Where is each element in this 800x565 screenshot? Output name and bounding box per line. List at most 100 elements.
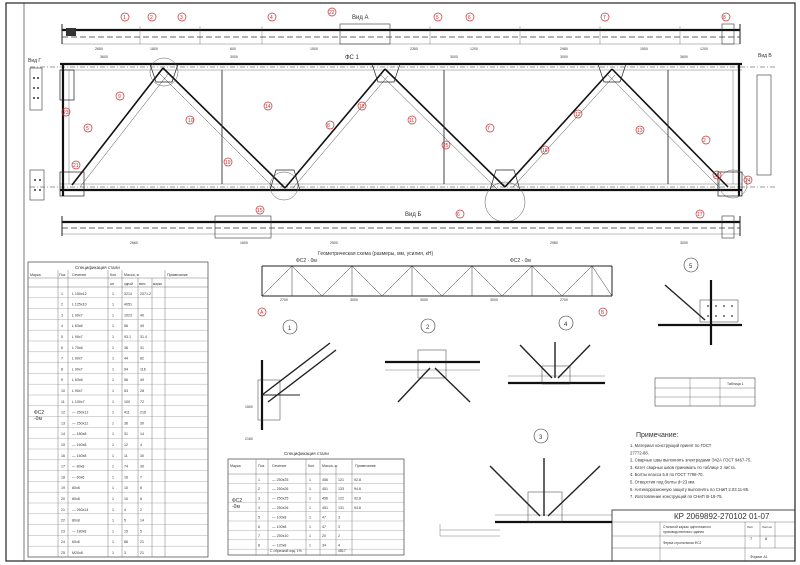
small-table-cell: — 100х8 [272, 525, 286, 529]
spec-table-cell: 3214 [124, 292, 132, 296]
small-table-cell: 5 [258, 515, 260, 519]
spec-table-cell: 4 [124, 508, 126, 512]
svg-text:600: 600 [230, 47, 236, 51]
spec-table-cell: 1 [112, 443, 114, 447]
svg-text:7: 7 [603, 15, 606, 21]
node-detail-2: 2 [385, 318, 480, 403]
spec-table-cell: 25 [61, 551, 65, 555]
svg-text:3000: 3000 [560, 55, 568, 59]
spec-table-cell: 80х8 [72, 486, 80, 490]
sheets-label: Листов [762, 525, 772, 529]
svg-text:1800: 1800 [150, 47, 158, 51]
spec-table-cell: 24 [61, 540, 65, 544]
spec-table-cell: 1 [112, 508, 114, 512]
spec-table-cell: 5 [61, 335, 63, 339]
title-line-3: Ферма стропильная ФС2 [663, 541, 702, 545]
small-table-cell: 94.6 [354, 487, 361, 491]
spec-table-cell: — 180х8 [72, 529, 86, 533]
svg-text:8: 8 [723, 15, 726, 21]
spec-table-cell: 1 [112, 292, 114, 296]
svg-text:3000: 3000 [230, 55, 238, 59]
small-table-cell: 92.8 [354, 478, 361, 482]
spec-table-cell: 17 [61, 465, 65, 469]
spec-table-cell: L 90х7 [72, 335, 83, 339]
small-table-cell: 1 [309, 478, 311, 482]
small-table-title: Спецификация стали [284, 451, 329, 456]
spec-table-cell: 411 [124, 411, 130, 415]
spec-table-cell: 3 [124, 551, 126, 555]
svg-text:4: 4 [564, 322, 568, 328]
spec-table-cell: 7 [61, 357, 63, 361]
spec-table-cell: 1 [112, 367, 114, 371]
small-table-cell: 7 [258, 534, 260, 538]
note-line: 7. Изготовление конструкций по СНиП III-… [630, 494, 723, 499]
node-detail-4: 4 [508, 315, 605, 385]
spec-table-cell: 30 [140, 465, 144, 469]
node-detail-3: 3 [489, 428, 612, 524]
spec-table-cell: 4 [140, 443, 142, 447]
view-a-label: Вид А [352, 15, 369, 21]
small-table-cell: — 250х10 [272, 534, 288, 538]
small-table-cell: — 250х25 [272, 497, 288, 501]
spec-table-cell: 1 [112, 551, 114, 555]
svg-text:5: 5 [436, 15, 439, 21]
spec-table-cell: 11 [61, 400, 65, 404]
spec-table-cell: 19 [61, 486, 65, 490]
small-header-cell: Примечание [355, 464, 376, 468]
spec-table-cell: 1 [112, 421, 114, 425]
svg-text:1: 1 [288, 326, 292, 332]
spec-table-cell: 82 [140, 357, 144, 361]
small-table-cell: — 250х26 [272, 506, 288, 510]
spec-subheader-cell: одной [124, 282, 133, 286]
view-g-label: Вид Г [28, 58, 41, 64]
spec-table-cell: 93.1 [124, 335, 131, 339]
spec-table-cell: 1 [112, 432, 114, 436]
svg-text:3000: 3000 [350, 298, 358, 302]
spec-table-cell: 30 [140, 454, 144, 458]
spec-table-cell: 18 [61, 475, 65, 479]
spec-table-cell: 44 [124, 357, 128, 361]
small-table-cell: 1 [309, 525, 311, 529]
spec-table-cell: 49 [140, 324, 144, 328]
small-table-cell: 94.6 [354, 506, 361, 510]
svg-text:8: 8 [327, 123, 330, 129]
spec-table-cell: 12 [61, 411, 65, 415]
spec-subheader-cell: всех [139, 282, 146, 286]
svg-text:2700: 2700 [280, 298, 288, 302]
spec-table-cell: 6 [140, 486, 142, 490]
small-table-cell: 1 [258, 478, 260, 482]
small-legend-table: Таблица 1 [654, 377, 756, 407]
spec-table-cell: 12 [124, 443, 128, 447]
spec-table-cell: 16 [61, 454, 65, 458]
note-line: 1. Материал конструкций принят по ГОСТ [630, 443, 712, 448]
spec-table-cell: L 63х6 [72, 324, 83, 328]
svg-text:1500: 1500 [310, 47, 318, 51]
small-table-cell: 1 [309, 497, 311, 501]
spec-table-cell: 5 [124, 519, 126, 523]
small-table-cell: 1 [309, 544, 311, 548]
view-b-label: Вид Б [405, 212, 422, 218]
sheet-label: Лист [747, 525, 754, 529]
spec-table-cell: 4 [61, 324, 63, 328]
spec-table-cell: 1 [112, 389, 114, 393]
svg-text:3000: 3000 [420, 298, 428, 302]
spec-header-cell: Кол. [110, 273, 117, 277]
spec-table-cell: — 60х6 [72, 475, 84, 479]
svg-text:2160: 2160 [245, 437, 253, 441]
small-table-cell: 92.8 [354, 497, 361, 501]
svg-text:6: 6 [457, 212, 460, 218]
